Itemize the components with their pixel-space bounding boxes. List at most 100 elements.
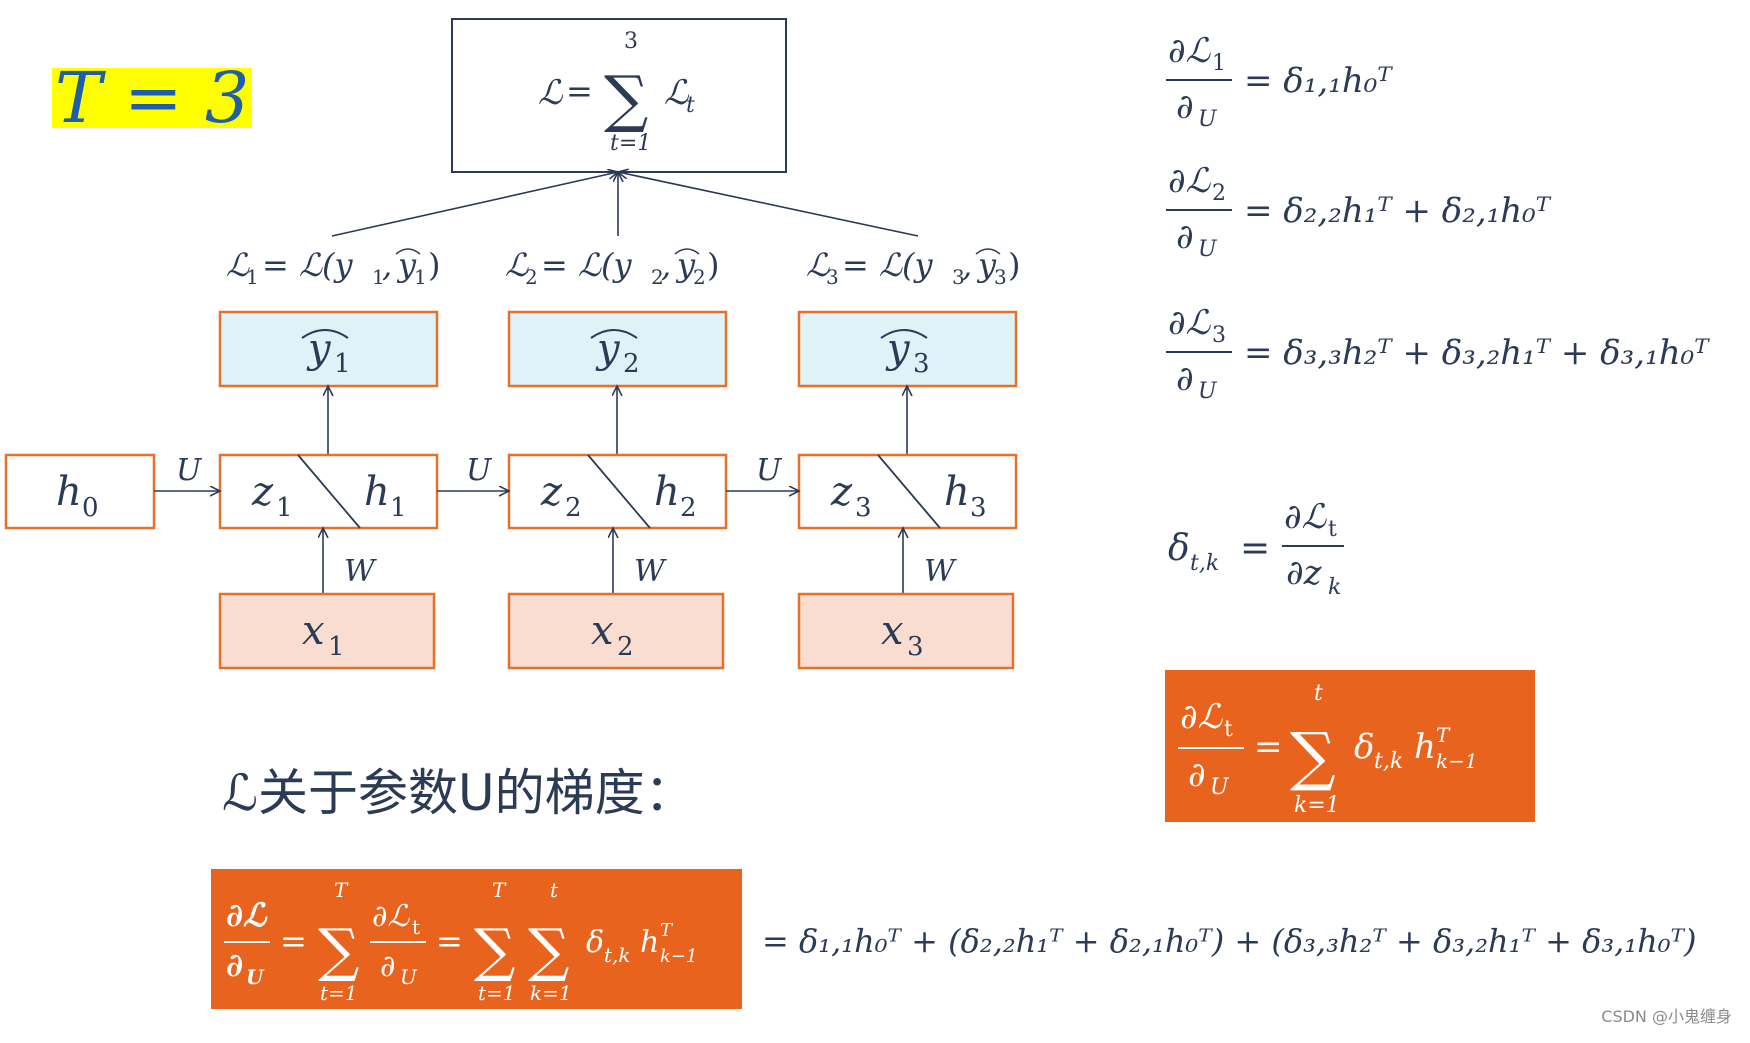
svg-text:= ℒ(y: = ℒ(y [541,246,633,284]
svg-text:t,k: t,k [1190,551,1219,576]
output-node-3: y 3 [797,310,1018,388]
total-loss-term: ℒ [664,73,690,113]
svg-text:ℒ: ℒ [505,246,529,284]
svg-text:= δ₂,₂h₁ᵀ + δ₂,₁h₀ᵀ: = δ₂,₂h₁ᵀ + δ₂,₁h₀ᵀ [1244,191,1552,231]
svg-text:y: y [885,326,911,372]
svg-text:1: 1 [390,493,407,523]
svg-text:∂ℒ: ∂ℒ [1168,31,1212,71]
svg-text:∑: ∑ [1290,720,1336,794]
svg-text:δ: δ [1354,727,1374,767]
hidden-node-3: z 3 h 3 [797,453,1018,530]
svg-text:ℒ: ℒ [806,246,830,284]
svg-text:t: t [412,915,420,939]
svg-text:∑: ∑ [318,916,359,984]
svg-text:=: = [1254,727,1283,767]
svg-text:3: 3 [855,493,872,523]
svg-text:,: , [661,246,671,284]
svg-text:∂ℒ: ∂ℒ [372,899,411,934]
svg-text:∑: ∑ [528,916,569,984]
svg-text:0: 0 [82,493,99,523]
svg-text:,: , [962,246,972,284]
svg-text:δ: δ [1168,528,1190,569]
delta-definition: δ t,k = ∂ℒ t ∂z k [1168,497,1344,600]
svg-text:h: h [640,925,659,960]
svg-text:t,k: t,k [1374,749,1403,774]
svg-text:= ℒ(y: = ℒ(y [262,246,354,284]
svg-text:1: 1 [276,493,293,523]
svg-text:U: U [400,965,418,989]
grad-equation-3: ∂ℒ 3 ∂ U = δ₃,₃h₂ᵀ + δ₃,₂h₁ᵀ + δ₃,₁h₀ᵀ [1166,303,1710,404]
total-loss-sum-top: 3 [624,29,638,54]
svg-text:=: = [1240,528,1270,569]
svg-text:=: = [280,922,307,960]
svg-text:T: T [1436,723,1451,747]
hidden-node-2: z 2 h 2 [507,453,728,530]
svg-text:2: 2 [617,632,634,662]
svg-text:ℒ: ℒ [226,246,250,284]
svg-text:∂: ∂ [226,946,243,984]
title-highlight [52,68,252,128]
svg-text:1: 1 [1212,51,1226,76]
svg-text:t: t [1314,681,1323,706]
svg-text:h: h [364,469,390,515]
svg-text:t: t [1328,517,1337,542]
edge-label-u-2: U [466,453,493,488]
svg-text:1: 1 [334,349,351,379]
svg-text:z: z [830,469,853,515]
total-loss-term-sub: t [686,93,695,118]
output-node-1: y 1 [218,310,439,388]
full-gradient-box: ∂ℒ ∂ U = ∑ T t=1 ∂ℒ t ∂ U = ∑ T t=1 ∑ t … [211,869,742,1009]
svg-text:3: 3 [952,265,965,289]
svg-text:t=1: t=1 [320,981,358,1005]
svg-text:x: x [302,608,325,654]
svg-text:y: y [976,246,997,284]
input-node-3: x 3 [797,592,1015,670]
svg-text:2: 2 [693,265,706,289]
svg-text:x: x [591,608,614,654]
loss1-to-total-arrow [331,172,618,237]
svg-text:1: 1 [246,265,259,289]
svg-text:y: y [306,326,332,372]
svg-text:t,k: t,k [604,943,631,967]
svg-text:U: U [1210,775,1230,800]
svg-text:∂: ∂ [380,949,396,984]
grad-equation-2: ∂ℒ 2 ∂ U = δ₂,₂h₁ᵀ + δ₂,₁h₀ᵀ [1166,161,1552,262]
svg-text:1: 1 [328,632,345,662]
svg-text:∂: ∂ [1176,359,1194,399]
svg-text:2: 2 [623,349,640,379]
full-gradient-expansion: = δ₁,₁h₀ᵀ + (δ₂,₂h₁ᵀ + δ₂,₁h₀ᵀ) + (δ₃,₃h… [762,922,1697,960]
svg-text:h: h [944,469,970,515]
svg-text:3: 3 [970,493,987,523]
svg-text:): ) [428,246,440,284]
edge-label-w-2: W [634,554,667,589]
svg-text:k: k [1328,575,1341,600]
svg-text:= δ₁,₁h₀ᵀ: = δ₁,₁h₀ᵀ [1244,61,1393,101]
svg-text:∂ℒ: ∂ℒ [1168,303,1212,343]
svg-text:2: 2 [651,265,664,289]
svg-text:∑: ∑ [474,916,515,984]
svg-text:2: 2 [1212,181,1226,206]
svg-text:U: U [246,965,265,989]
svg-text:3: 3 [913,349,930,379]
svg-text:δ: δ [586,925,604,960]
total-loss-sigma: ∑ [604,62,648,135]
svg-text:2: 2 [565,493,582,523]
watermark: CSDN @小鬼缠身 [1601,1007,1732,1026]
svg-text:3: 3 [994,265,1007,289]
svg-text:= ℒ(y: = ℒ(y [842,246,934,284]
edge-label-u-3: U [756,453,783,488]
svg-text:∂ℒ: ∂ℒ [226,896,268,934]
svg-text:∂: ∂ [1188,755,1206,795]
grad-equation-1: ∂ℒ 1 ∂ U = δ₁,₁h₀ᵀ [1166,31,1393,132]
svg-text:k=1: k=1 [1294,793,1340,818]
hidden-node-1: z 1 h 1 [218,453,439,530]
svg-text:z: z [251,469,274,515]
edge-label-w-3: W [924,554,957,589]
svg-text:x: x [881,608,904,654]
svg-text:y: y [675,246,696,284]
svg-text:): ) [1008,246,1020,284]
svg-text:∂ℒ: ∂ℒ [1284,497,1328,537]
svg-text:k−1: k−1 [660,946,697,967]
svg-text:U: U [1198,107,1218,132]
